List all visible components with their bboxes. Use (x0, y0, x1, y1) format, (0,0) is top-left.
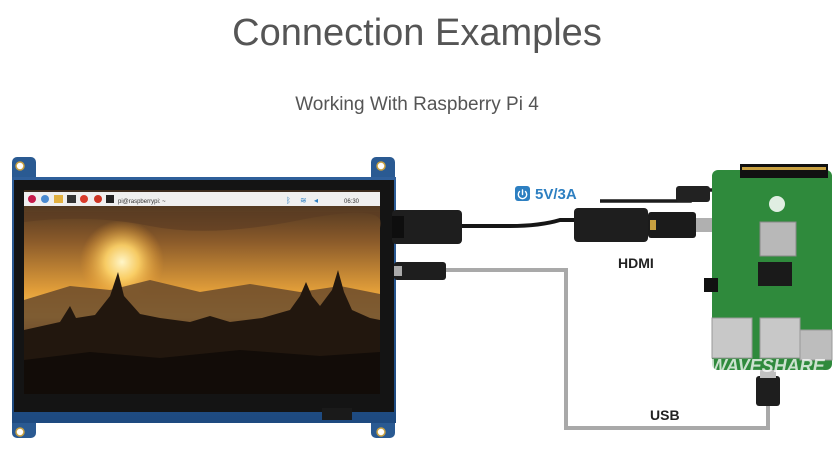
os-taskbar (24, 192, 380, 206)
cables (392, 186, 780, 430)
bluetooth-icon: ᛒ (286, 196, 291, 205)
raspberry-pi-4: WAVESHARE (704, 164, 833, 376)
display-bottom-connector (322, 408, 352, 420)
ram-chip (758, 262, 792, 286)
usb-cable (445, 268, 770, 430)
mathematica-icon (94, 195, 102, 203)
lcd-display: pi@raspberrypi: ~ ᛒ ≋ ◂ 06:30 (12, 157, 396, 438)
terminal-window-icon (106, 195, 114, 203)
taskbar-window-title: pi@raspberrypi: ~ (118, 199, 166, 205)
ethernet-port (799, 329, 833, 361)
raspberry-menu-icon (28, 195, 36, 203)
hdmi-plug-display (392, 210, 462, 244)
wolfram-icon (80, 195, 88, 203)
usb-plug-board (756, 376, 780, 406)
page-subtitle: Working With Raspberry Pi 4 (295, 94, 539, 115)
power-label-group: 5V/3A (515, 186, 577, 203)
hdmi-label: HDMI (618, 255, 654, 271)
usb-port-stack-b (759, 317, 801, 359)
browser-icon (41, 195, 49, 203)
power-plug (676, 186, 710, 202)
terminal-icon (67, 195, 76, 203)
usb-plug-display (394, 262, 446, 280)
usb-port-stack-a (711, 317, 753, 359)
usb-label: USB (650, 407, 680, 423)
wifi-icon: ≋ (300, 196, 307, 205)
folder-icon (54, 195, 63, 203)
soc-chip (759, 221, 797, 257)
hdmi-plug-board (574, 208, 648, 242)
raspberry-logo (769, 196, 785, 212)
page-title: Connection Examples (232, 12, 602, 54)
volume-icon: ◂ (314, 196, 318, 205)
hdmi-micro-adapter (648, 212, 696, 238)
taskbar-clock: 06:30 (344, 199, 360, 205)
brand-watermark: WAVESHARE (710, 356, 826, 376)
hdmi-cable (460, 218, 580, 228)
audio-jack (704, 278, 718, 292)
power-label: 5V/3A (535, 186, 577, 203)
gpio-header (740, 164, 828, 178)
